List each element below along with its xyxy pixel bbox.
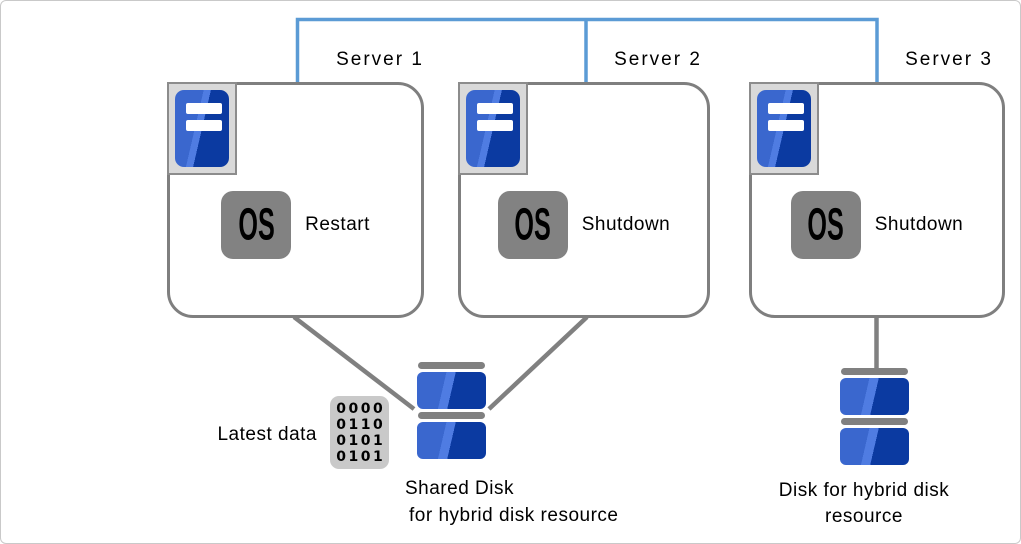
server1-label: Server 1 <box>336 49 424 70</box>
disk-cap <box>418 412 485 419</box>
disk-platter <box>840 378 909 415</box>
server3-os-row: OS Shutdown <box>752 191 1002 259</box>
binary-row: 0101 <box>336 432 386 449</box>
server3-os-action: Shutdown <box>874 214 964 235</box>
server1-box: OS Restart <box>167 82 424 318</box>
disk-platter <box>417 372 486 409</box>
server-tower-icon <box>167 82 237 175</box>
latest-data-label: Latest data <box>217 424 317 445</box>
binary-row: 0110 <box>336 416 386 433</box>
disk-cap <box>841 418 908 425</box>
binary-row: 0101 <box>336 448 386 465</box>
shared-disk-label: Shared Disk for hybrid disk resource <box>405 475 618 529</box>
disk-platter <box>840 428 909 465</box>
shared-disk-icon <box>417 362 486 462</box>
server3-box: OS Shutdown <box>749 82 1005 318</box>
server1-os-row: OS Restart <box>170 191 421 259</box>
os-badge-icon: OS <box>497 191 568 259</box>
os-badge-icon: OS <box>790 191 861 259</box>
tower-slot <box>768 103 804 114</box>
server-tower-icon <box>458 82 528 175</box>
shared-disk-label-line1: Shared Disk <box>405 478 514 499</box>
server2-to-shared-disk-line <box>487 315 589 411</box>
tower-body <box>466 90 520 167</box>
server2-os-row: OS Shutdown <box>461 191 707 259</box>
server1-os-action: Restart <box>305 214 370 235</box>
binary-data-icon: 0000 0110 0101 0101 <box>330 396 389 469</box>
server1-to-shared-disk-line <box>292 315 416 411</box>
tower-slot <box>477 103 513 114</box>
tower-body <box>175 90 229 167</box>
disk-cap <box>418 362 485 369</box>
server3-label: Server 3 <box>905 49 993 70</box>
server-tower-icon <box>749 82 819 175</box>
os-badge-icon: OS <box>221 191 292 259</box>
binary-row: 0000 <box>336 400 386 417</box>
tower-slot <box>768 120 804 131</box>
disk-cap <box>841 368 908 375</box>
tower-slot <box>186 103 222 114</box>
os-badge-label: OS <box>237 198 275 250</box>
hybrid-disk-label-line1: Disk for hybrid disk <box>778 480 950 501</box>
tower-body <box>757 90 811 167</box>
hybrid-disk-label-line2: resource <box>825 506 903 527</box>
os-badge-label: OS <box>807 198 844 250</box>
tower-slot <box>186 120 222 131</box>
server2-box: OS Shutdown <box>458 82 710 318</box>
shared-disk-label-line2: for hybrid disk resource <box>409 505 619 526</box>
network-line <box>295 17 879 82</box>
server2-label: Server 2 <box>614 49 702 70</box>
hybrid-disk-icon <box>840 368 909 468</box>
tower-slot <box>477 120 513 131</box>
server2-os-action: Shutdown <box>581 214 671 235</box>
disk-platter <box>417 422 486 459</box>
os-badge-label: OS <box>514 198 551 250</box>
hybrid-disk-label: Disk for hybrid disk resource <box>774 478 954 530</box>
